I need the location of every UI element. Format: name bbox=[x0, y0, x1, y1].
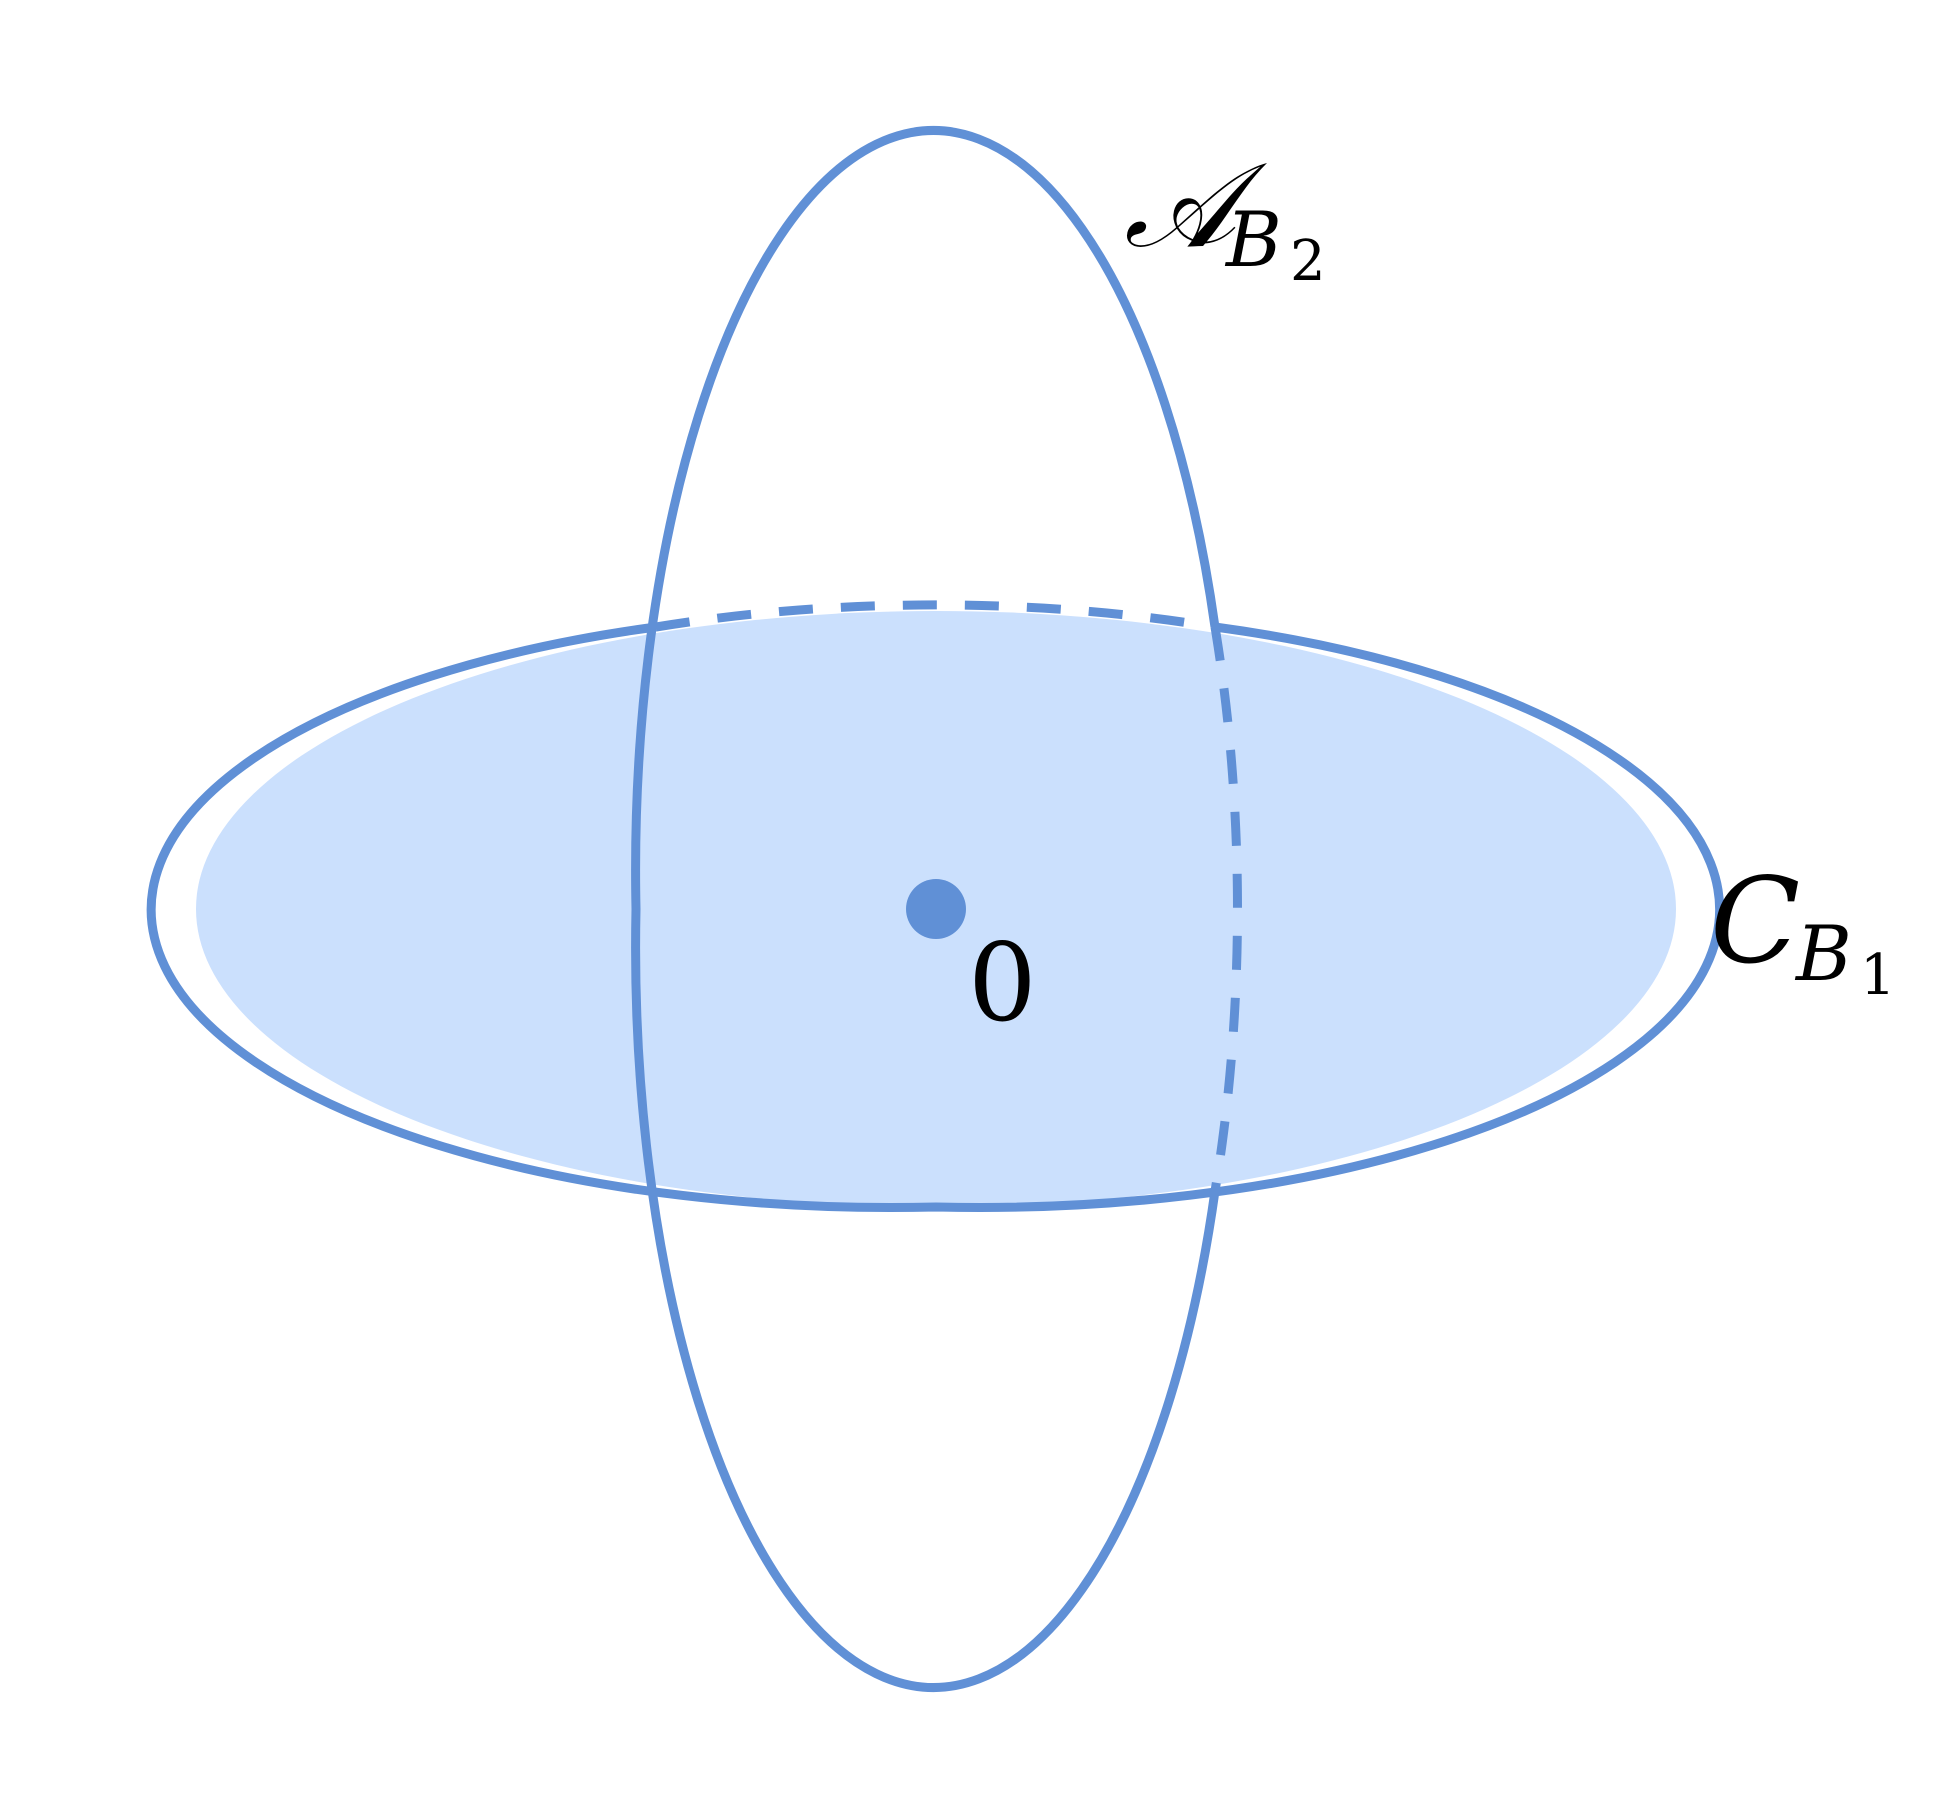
horizontal-ellipse-label-sub-letter: B bbox=[1794, 909, 1852, 998]
horizontal-ellipse-outline-solid bbox=[146, 622, 1725, 1213]
horizontal-ellipse-label: C B 1 bbox=[1710, 852, 1896, 1008]
vertical-ellipse-label: 𝒜 B 2 bbox=[1124, 136, 1326, 294]
horizontal-ellipse-outline-dashed bbox=[655, 600, 1216, 632]
vertical-ellipse-label-sub-letter: B bbox=[1224, 195, 1282, 284]
vertical-ellipse-label-sub-index: 2 bbox=[1290, 229, 1326, 294]
vertical-ellipse-outline-dashed bbox=[1210, 626, 1242, 1192]
horizontal-ellipse-label-main: C bbox=[1710, 852, 1800, 990]
horizontal-ellipse-label-sub-index: 1 bbox=[1860, 943, 1896, 1008]
origin-point bbox=[906, 879, 966, 939]
origin-label: 0 bbox=[968, 921, 1037, 1046]
vertical-ellipse-outline-solid bbox=[631, 126, 1220, 1692]
